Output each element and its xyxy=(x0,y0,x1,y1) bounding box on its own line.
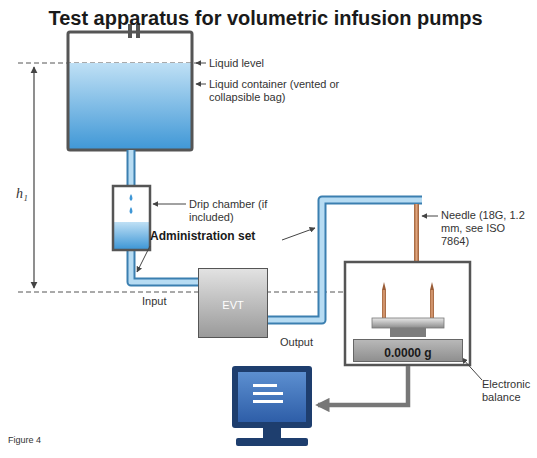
electronic-balance xyxy=(372,318,444,328)
part-label: Input xyxy=(142,295,192,308)
computer-monitor xyxy=(236,438,308,446)
electronic-balance xyxy=(390,328,426,337)
electronic-balance xyxy=(345,262,470,365)
leader-arrow xyxy=(196,63,206,64)
leader-arrow xyxy=(137,63,482,380)
liquid-container xyxy=(68,63,192,150)
height-arrow xyxy=(33,67,34,288)
computer-monitor xyxy=(263,428,281,438)
drip-chamber xyxy=(130,207,133,214)
electronic-balance xyxy=(430,290,434,320)
part-label: Administration set xyxy=(150,230,280,243)
computer-monitor xyxy=(253,384,277,387)
drip-chamber xyxy=(114,222,149,249)
tubing xyxy=(131,250,200,282)
leader-arrow xyxy=(422,216,438,217)
part-label: Needle (18G, 1.2 mm, see ISO 7864) xyxy=(441,209,529,248)
electronic-balance xyxy=(382,290,386,320)
drip-chamber xyxy=(113,186,150,250)
part-label: Liquid container (vented or collapsible … xyxy=(209,78,354,104)
leader-arrow xyxy=(153,204,186,205)
electronic-balance xyxy=(430,282,434,290)
part-label: h₁ xyxy=(16,186,32,202)
electronic-balance xyxy=(345,262,470,365)
drip-chamber xyxy=(113,186,150,250)
liquid-container xyxy=(68,32,192,150)
liquid-container xyxy=(68,24,192,150)
leader-arrow xyxy=(196,84,206,85)
drip-chamber xyxy=(130,194,133,201)
part-label: Drip chamber (if included) xyxy=(189,198,271,224)
computer-monitor xyxy=(232,366,312,446)
balance-display: 0.0000 g xyxy=(353,339,463,362)
leader-arrow xyxy=(137,246,150,272)
part-label: Electronic balance xyxy=(482,378,534,404)
part-label: Liquid level xyxy=(209,57,329,70)
computer-monitor xyxy=(253,392,283,395)
node-text: 0.0000 g xyxy=(384,346,431,360)
diagram-title: Test apparatus for volumetric infusion p… xyxy=(0,6,534,30)
evt-box: EVT xyxy=(198,268,268,338)
reference-line xyxy=(18,63,472,292)
height-arrow xyxy=(34,67,35,288)
data-arrow xyxy=(318,366,408,405)
tubing xyxy=(131,250,200,282)
data-arrow xyxy=(318,366,408,405)
tubing xyxy=(127,150,136,186)
drip-chamber xyxy=(113,186,150,250)
leader-arrow xyxy=(282,228,315,240)
leader-arrow xyxy=(462,358,482,380)
computer-monitor xyxy=(232,366,312,428)
tubing xyxy=(129,150,134,186)
part-label: Output xyxy=(280,336,330,349)
figure-caption: Figure 4 xyxy=(8,434,41,447)
electronic-balance xyxy=(382,282,386,290)
computer-monitor xyxy=(253,400,283,403)
node-text: EVT xyxy=(222,299,243,312)
computer-monitor xyxy=(238,372,306,422)
